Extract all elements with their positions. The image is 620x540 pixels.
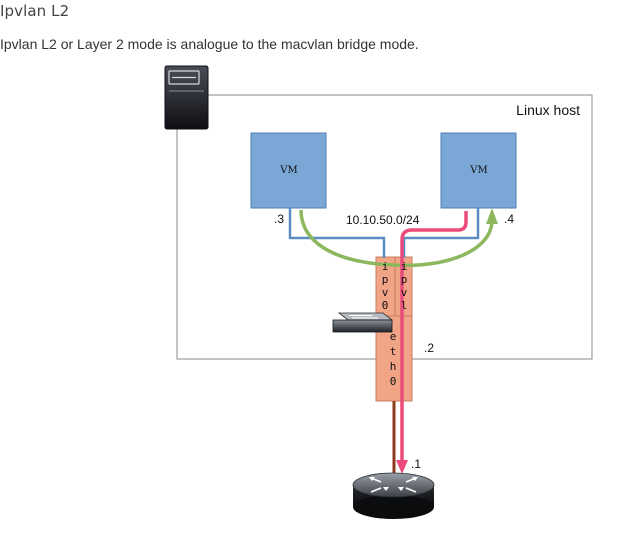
eth0-char: t — [390, 345, 397, 358]
ipvl1-char: p — [401, 273, 408, 286]
vm-to-router-arrowhead — [396, 460, 408, 474]
vm-to-vm-path — [299, 209, 494, 268]
vm-to-router-path — [400, 211, 468, 462]
router-address: .1 — [411, 457, 421, 471]
ipvl0-char: 0 — [382, 299, 389, 312]
vm-left-link — [288, 208, 386, 258]
ipvl0-char: v — [382, 286, 389, 299]
eth0-char: h — [390, 360, 397, 373]
host-address: .2 — [424, 341, 434, 355]
page-title: Ipvlan L2 — [0, 2, 70, 20]
ipvl0-char: i — [382, 260, 389, 273]
ipvl0-char: p — [382, 273, 389, 286]
ipvl0-label: i p v 0 — [382, 260, 389, 312]
eth0-char: 0 — [390, 375, 397, 388]
vm-right-label: VM — [469, 165, 487, 176]
ipvl1-char: l — [401, 299, 408, 312]
ipvl1-char: v — [401, 286, 408, 299]
eth0-label: e t h 0 — [390, 330, 397, 388]
eth0-char: e — [390, 330, 397, 343]
server-icon — [164, 65, 209, 130]
vm-left-address: .3 — [274, 212, 284, 226]
vm-left-label: VM — [279, 165, 297, 176]
ipvl1-label: i p v l — [401, 260, 408, 312]
page-description: Ipvlan L2 or Layer 2 mode is analogue to… — [0, 36, 419, 52]
vm-right-link — [402, 208, 480, 258]
ipvl1-char: i — [401, 260, 408, 273]
vm-to-vm-arrowhead — [486, 208, 498, 224]
router-icon — [352, 472, 435, 519]
vm-right — [440, 132, 517, 209]
subnet-label: 10.10.50.0/24 — [346, 213, 420, 227]
vm-right-address: .4 — [504, 212, 514, 226]
switch-icon — [332, 312, 394, 333]
vm-left — [250, 132, 327, 209]
linux-host-label: Linux host — [516, 102, 580, 118]
